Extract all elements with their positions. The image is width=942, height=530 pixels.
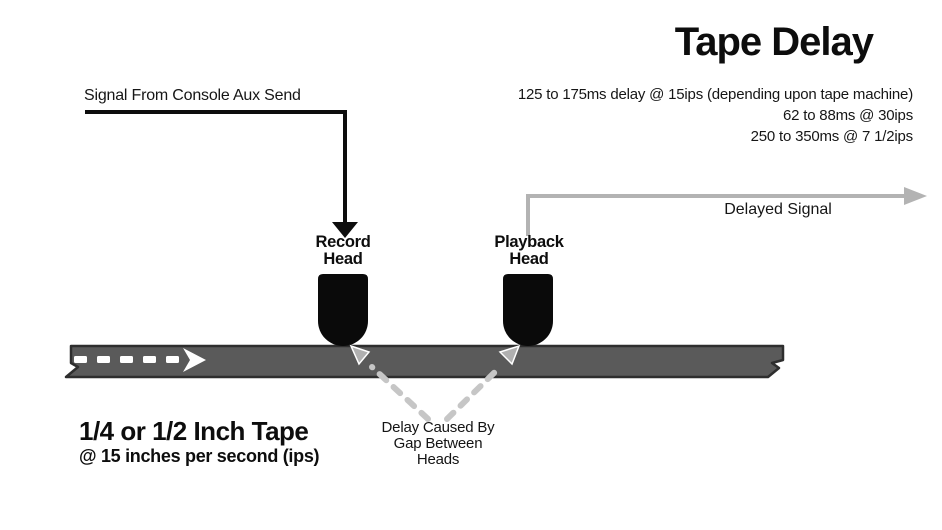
aux-send-signal-line bbox=[85, 110, 347, 224]
dashed-pointer-left-icon bbox=[349, 344, 431, 422]
delay-spec-line-1: 125 to 175ms delay @ 15ips (depending up… bbox=[517, 86, 913, 103]
delay-spec-text: 125 to 175ms delay @ 15ips (depending up… bbox=[380, 84, 913, 147]
down-arrow-icon bbox=[332, 222, 358, 238]
tape-bar bbox=[64, 344, 785, 379]
playback-head-shape bbox=[503, 274, 553, 346]
delay-gap-note-line-2: Gap Between bbox=[393, 435, 483, 452]
record-head-label: Record Head bbox=[298, 234, 388, 268]
playback-head-label-line-1: Playback bbox=[494, 233, 564, 251]
delay-gap-note: Delay Caused By Gap Between Heads bbox=[358, 420, 518, 468]
record-head-label-line-1: Record bbox=[315, 233, 371, 251]
right-arrow-icon bbox=[904, 187, 927, 205]
delay-gap-note-line-1: Delay Caused By bbox=[381, 419, 495, 436]
delay-gap-note-line-3: Heads bbox=[416, 451, 460, 468]
record-head-shape bbox=[318, 274, 368, 346]
page-title: Tape Delay bbox=[674, 20, 874, 64]
tape-spec-title: 1/4 or 1/2 Inch Tape bbox=[79, 416, 309, 446]
tape-spec-subtitle: @ 15 inches per second (ips) bbox=[79, 446, 320, 466]
record-head-label-line-2: Head bbox=[323, 250, 363, 268]
delay-spec-line-2: 62 to 88ms @ 30ips bbox=[782, 107, 913, 124]
delayed-signal-label: Delayed Signal bbox=[724, 201, 832, 218]
playback-head-label: Playback Head bbox=[484, 234, 574, 268]
dashed-pointer-right-icon bbox=[444, 344, 521, 422]
delay-spec-line-3: 250 to 350ms @ 7 1/2ips bbox=[750, 128, 914, 145]
playback-head-label-line-2: Head bbox=[509, 250, 549, 268]
delayed-signal-line bbox=[526, 194, 906, 236]
tape-direction-arrow-icon bbox=[74, 348, 206, 372]
aux-send-label: Signal From Console Aux Send bbox=[84, 87, 301, 104]
